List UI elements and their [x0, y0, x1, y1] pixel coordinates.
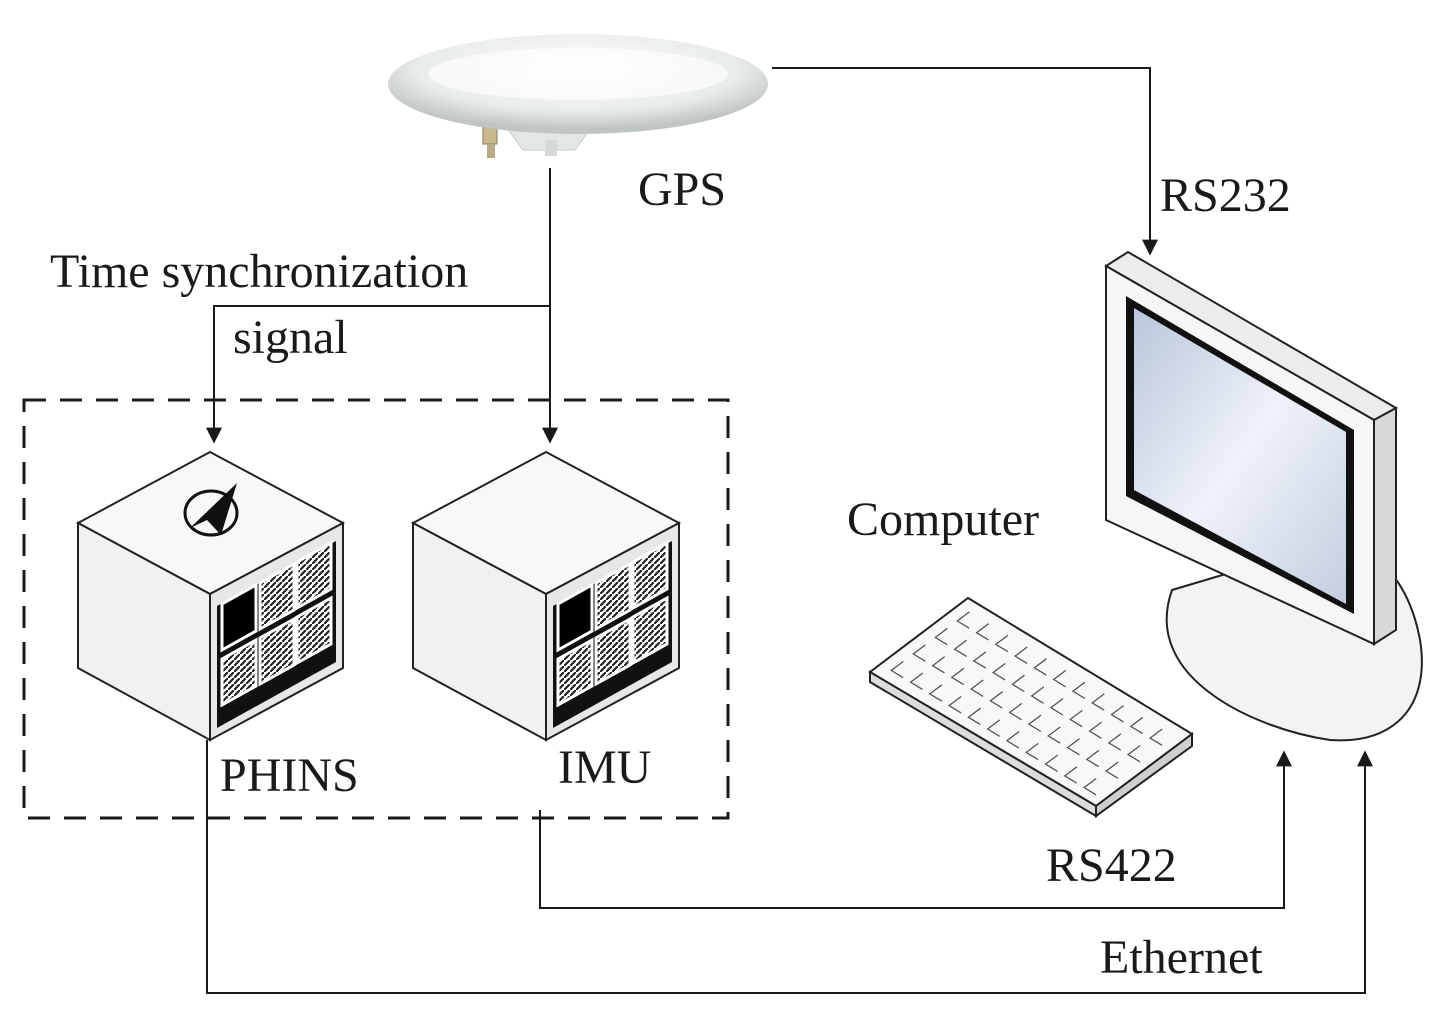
keyboard-key: [1091, 693, 1105, 711]
time-sync-label: Time synchronization: [50, 245, 469, 298]
keyboard-key: [890, 660, 904, 679]
keyboard-key: [1049, 698, 1064, 716]
rs422-label: RS422: [1046, 839, 1177, 892]
keyboard-key: [1082, 777, 1097, 796]
monitor-icon: [1104, 250, 1423, 742]
keyboard-key: [1025, 742, 1039, 761]
keyboard-key: [1011, 674, 1025, 693]
ethernet-line: [206, 740, 1373, 994]
phins-cube: [75, 450, 346, 742]
keyboard-key: [1129, 716, 1144, 735]
gps-label: GPS: [638, 163, 727, 216]
keyboard-key: [989, 691, 1003, 709]
connections: [206, 67, 1373, 994]
keyboard-key: [972, 651, 987, 669]
rs232-line: [772, 67, 1158, 256]
keyboard-key: [1047, 726, 1061, 744]
keyboard-key: [1104, 761, 1119, 779]
time-sync-label-line2: signal: [233, 311, 348, 364]
keyboard-key: [1033, 658, 1047, 676]
phins-label: PHINS: [220, 749, 359, 802]
keyboard-key: [1008, 702, 1023, 721]
keyboard-key: [928, 684, 943, 702]
keyboard-key: [1085, 749, 1100, 768]
gps-to-phins-line: [206, 305, 550, 444]
keyboard-key: [1148, 728, 1163, 746]
keyboard-key: [1107, 733, 1122, 751]
keyboard-key: [1063, 766, 1078, 784]
keyboard-key: [1126, 744, 1141, 763]
keyboard-key: [986, 719, 1001, 737]
keyboard-key: [931, 656, 946, 674]
rs232-label: RS232: [1160, 169, 1291, 222]
keyboard-key: [934, 627, 948, 646]
keyboard-key: [1044, 754, 1058, 772]
keyboard-key: [947, 695, 962, 714]
keyboard-key: [912, 644, 926, 662]
keyboard-key: [1005, 731, 1020, 749]
keyboard-key: [1027, 714, 1042, 733]
imu-cube: [410, 450, 682, 742]
keyboard-icon: [868, 596, 1194, 818]
keyboard-key: [1069, 709, 1083, 728]
keyboard-key: [1088, 721, 1102, 739]
keyboard-key: [991, 662, 1006, 681]
keyboard-key: [1110, 705, 1124, 723]
keyboard-key: [994, 634, 1009, 653]
keyboard-key: [1071, 681, 1086, 700]
keyboard-key: [956, 611, 970, 629]
keyboard-key: [969, 679, 984, 697]
compass-cube-icon: [183, 483, 239, 537]
gps-antenna-icon: [388, 34, 768, 158]
keyboard-key: [953, 639, 968, 657]
computer-label: Computer: [847, 493, 1039, 546]
keyboard-key: [975, 623, 990, 641]
keyboard-key: [950, 667, 965, 686]
rs422-line: [539, 750, 1292, 909]
ethernet-label: Ethernet: [1100, 931, 1263, 984]
sensor-group-box: [22, 398, 730, 820]
imu-label: IMU: [558, 741, 652, 794]
keyboard-key: [909, 672, 924, 690]
keyboard-key: [967, 707, 981, 726]
keyboard-key: [1030, 686, 1045, 704]
keyboard-key: [1052, 669, 1067, 688]
keyboard-key: [1013, 646, 1028, 664]
keyboard-key: [1066, 738, 1080, 756]
